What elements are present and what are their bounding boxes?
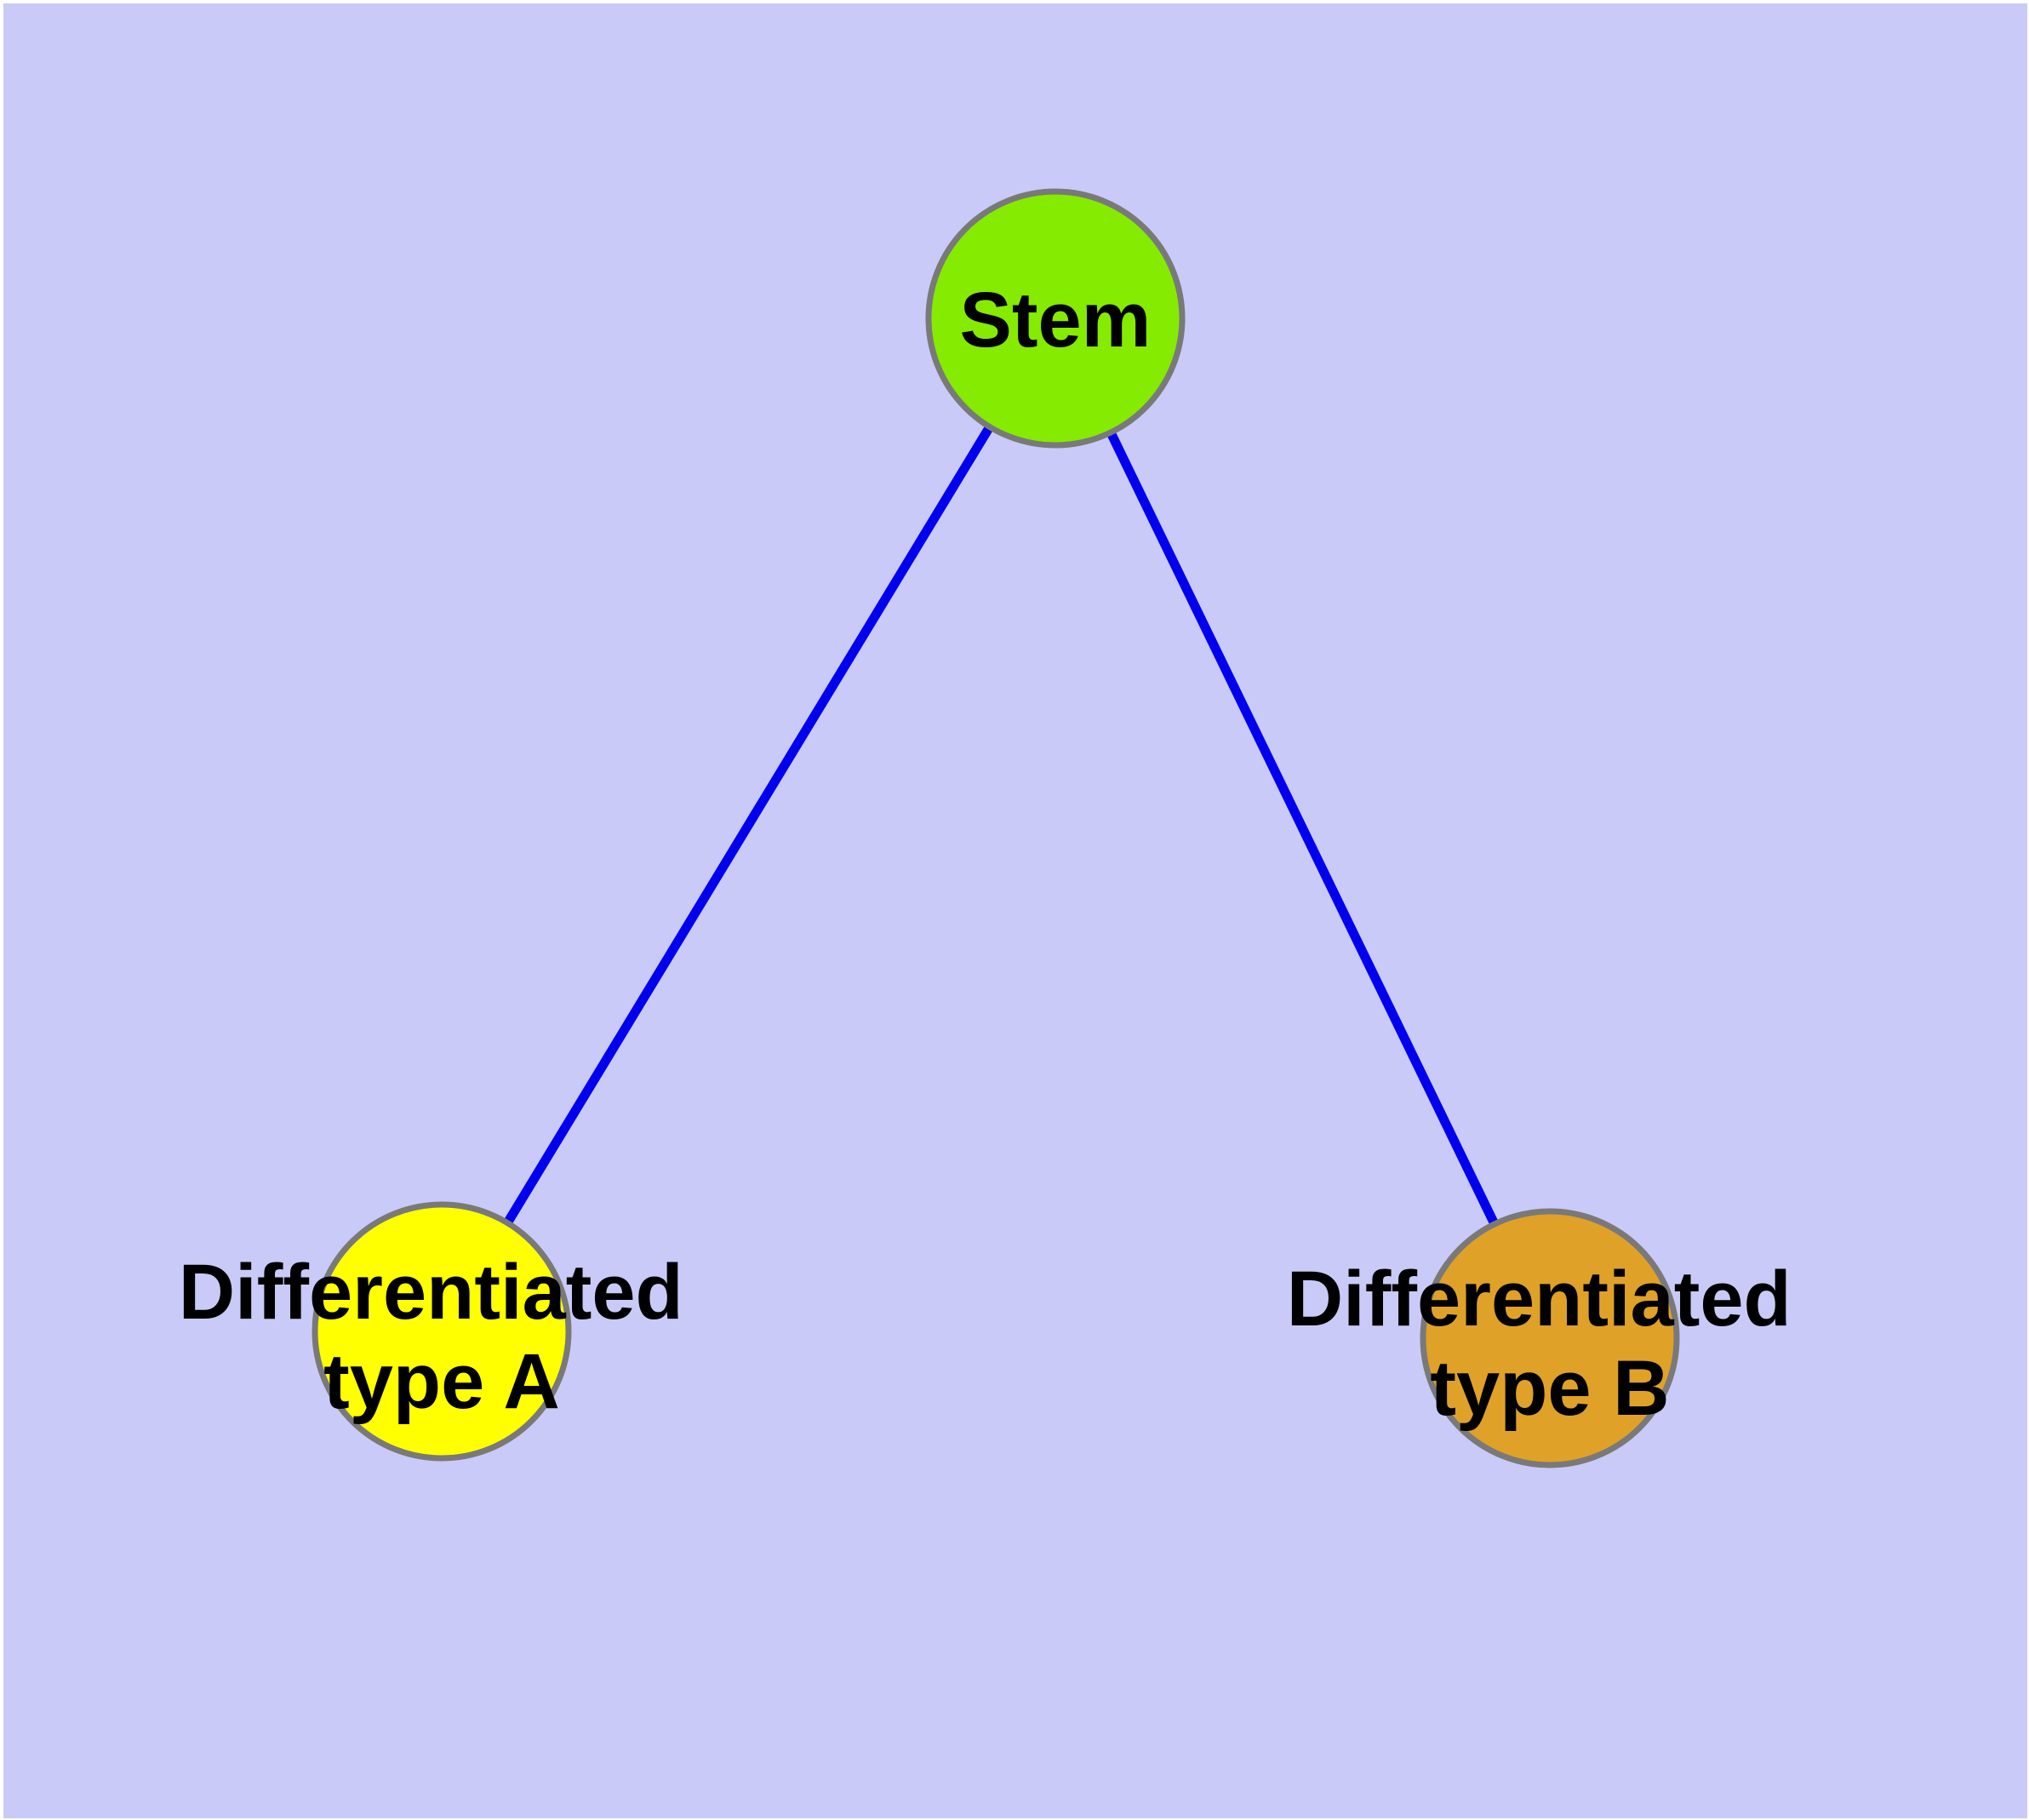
node-stem <box>925 188 1186 449</box>
node-type-a-label-line1: Differentiated <box>179 1249 683 1336</box>
node-type-b <box>1420 1208 1680 1468</box>
node-type-b-label-line1: Differentiated <box>1287 1256 1792 1342</box>
edge-stem-to-type-a <box>437 316 1060 1334</box>
node-type-b-label-line2: type B <box>1430 1345 1669 1432</box>
edge-stem-to-type-b <box>1051 316 1554 1341</box>
node-type-a-label-line2: type A <box>323 1338 560 1425</box>
node-type-a-label: Differentiated type A <box>179 1249 706 1425</box>
node-stem-label: Stem <box>960 277 1152 363</box>
node-type-a <box>311 1201 572 1462</box>
node-type-b-label: Differentiated type B <box>1287 1256 1814 1432</box>
